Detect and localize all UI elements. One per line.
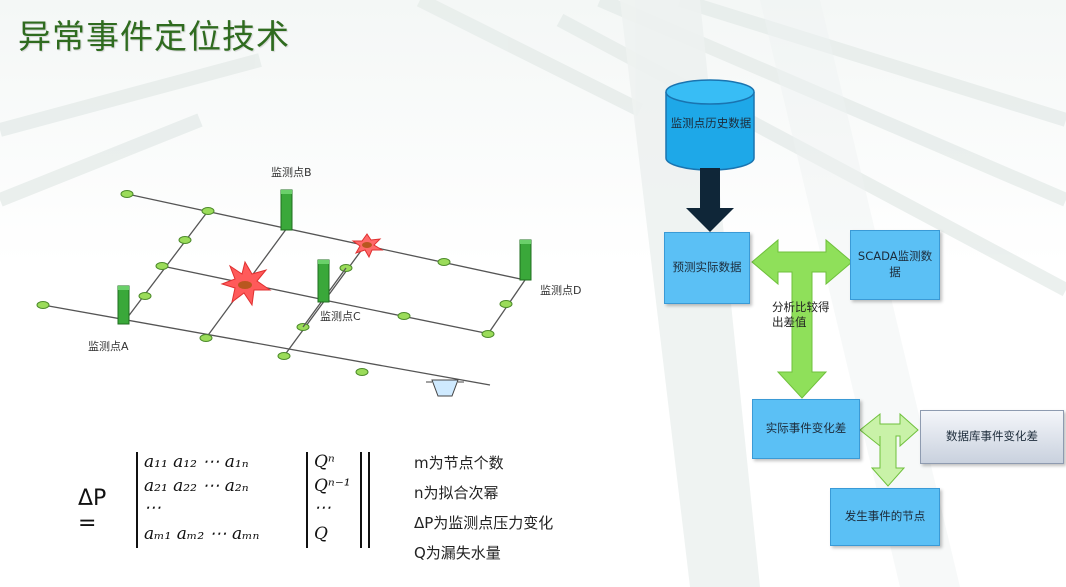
box-predicted: 预测实际数据 bbox=[664, 232, 750, 304]
vector-row-3: ⋯ bbox=[314, 498, 331, 518]
burst-small bbox=[351, 233, 384, 259]
box-event-node: 发生事件的节点 bbox=[830, 488, 940, 546]
burst-large bbox=[220, 260, 272, 307]
vector-row-2: Qⁿ⁻¹ bbox=[314, 476, 351, 496]
formula-legend: m为节点个数 n为拟合次幂 ΔP为监测点压力变化 Q为漏失水量 bbox=[414, 448, 553, 568]
vector-row-4: Q bbox=[314, 524, 328, 544]
outlet-icon bbox=[426, 379, 464, 397]
box-db-event: 数据库事件变化差 bbox=[920, 410, 1064, 464]
label-point-b: 监测点B bbox=[271, 166, 312, 179]
vector-row-1: Qⁿ bbox=[314, 452, 335, 472]
database-cylinder bbox=[665, 79, 755, 171]
box-predicted-text: 预测实际数据 bbox=[672, 260, 742, 275]
compare-note: 分析比较得出差值 bbox=[772, 300, 830, 329]
arrow-db-compare bbox=[859, 412, 919, 487]
box-scada-text: SCADA监测数据 bbox=[857, 249, 933, 279]
label-point-a: 监测点A bbox=[88, 340, 129, 353]
page-title: 异常事件定位技术 bbox=[18, 17, 290, 56]
legend-m: m为节点个数 bbox=[414, 454, 504, 472]
legend-dp: ΔP为监测点压力变化 bbox=[414, 514, 554, 532]
box-actual-diff-text: 实际事件变化差 bbox=[765, 421, 847, 436]
box-event-node-text: 发生事件的节点 bbox=[844, 509, 926, 524]
formula-lhs: ΔP = bbox=[78, 486, 107, 536]
sensor-c bbox=[317, 259, 330, 303]
sensor-a bbox=[117, 285, 130, 325]
sensor-d bbox=[519, 239, 532, 281]
matrix-q bbox=[306, 452, 370, 548]
arrow-down-dark bbox=[686, 168, 734, 232]
arrow-compare bbox=[751, 238, 853, 399]
legend-n: n为拟合次幂 bbox=[414, 484, 499, 502]
matrix-row-2: a₂₁ a₂₂ ⋯ a₂ₙ bbox=[144, 476, 249, 496]
sensor-b bbox=[280, 189, 293, 231]
legend-q: Q为漏失水量 bbox=[414, 544, 501, 562]
db-history-label: 监测点历史数据 bbox=[670, 116, 752, 130]
matrix-row-1: a₁₁ a₁₂ ⋯ a₁ₙ bbox=[144, 452, 249, 472]
matrix-row-4: aₘ₁ aₘ₂ ⋯ aₘₙ bbox=[144, 524, 260, 544]
label-point-d: 监测点D bbox=[540, 284, 582, 297]
matrix-row-3: ⋯ bbox=[144, 498, 161, 518]
pipe-nodes bbox=[36, 190, 513, 376]
box-db-event-text: 数据库事件变化差 bbox=[946, 429, 1038, 444]
label-point-c: 监测点C bbox=[320, 310, 361, 323]
box-scada: SCADA监测数据 bbox=[850, 230, 940, 300]
matrix-a bbox=[136, 452, 362, 548]
box-actual-diff: 实际事件变化差 bbox=[752, 399, 860, 459]
